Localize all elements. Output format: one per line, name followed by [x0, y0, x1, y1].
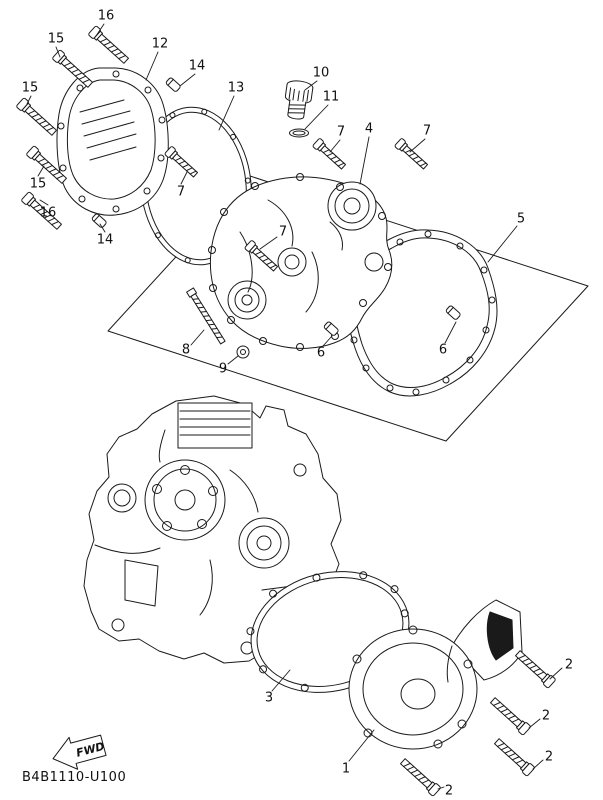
callout-label: 11 [322, 89, 340, 105]
bolt-16 [87, 25, 131, 66]
bolt-2 [488, 695, 532, 736]
callout-label: 7 [336, 124, 346, 140]
bolt-2 [492, 736, 536, 777]
callout-label: 16 [97, 8, 115, 24]
bolt-2 [398, 756, 442, 797]
part-code: B4B1110-U100 [22, 770, 127, 785]
callout-label: 6 [438, 342, 448, 358]
callout-label: 2 [541, 708, 551, 724]
bolt-15 [15, 97, 59, 138]
callout-label: 9 [218, 361, 228, 377]
callout-label: 15 [47, 31, 65, 47]
bolt-2 [513, 648, 557, 689]
callout-label: 14 [96, 232, 114, 248]
callout-label: 7 [278, 224, 288, 240]
callout-label: 15 [21, 80, 39, 96]
cover-1 [348, 599, 523, 750]
dowel-pin-14 [164, 76, 182, 93]
callout-label: 13 [227, 80, 245, 96]
callout-label: 4 [364, 121, 374, 137]
bolt-7 [393, 137, 430, 172]
washer-9 [236, 345, 250, 359]
bolt-7 [311, 137, 348, 172]
callout-label: 3 [264, 690, 274, 706]
cover-4-inner [208, 173, 393, 351]
callout-label: 7 [176, 184, 186, 200]
callout-label: 8 [181, 342, 191, 358]
callout-label: 12 [151, 36, 169, 52]
callout-label: 7 [422, 123, 432, 139]
o-ring-11 [289, 128, 309, 138]
callout-label: 14 [188, 58, 206, 74]
leader-lines [26, 23, 563, 790]
callout-label: 16 [39, 205, 57, 221]
fwd-arrow: FWD [52, 734, 107, 770]
oil-filler-plug-10 [284, 80, 314, 120]
callout-label: 10 [312, 65, 330, 81]
callout-label: 2 [564, 657, 574, 673]
callout-label: 15 [29, 176, 47, 192]
callout-label: 1 [341, 761, 351, 777]
callout-label: 5 [516, 211, 526, 227]
callout-label: 2 [544, 749, 554, 765]
callout-label: 6 [316, 345, 326, 361]
callout-label: 2 [444, 783, 454, 799]
cover-12 [56, 67, 169, 216]
